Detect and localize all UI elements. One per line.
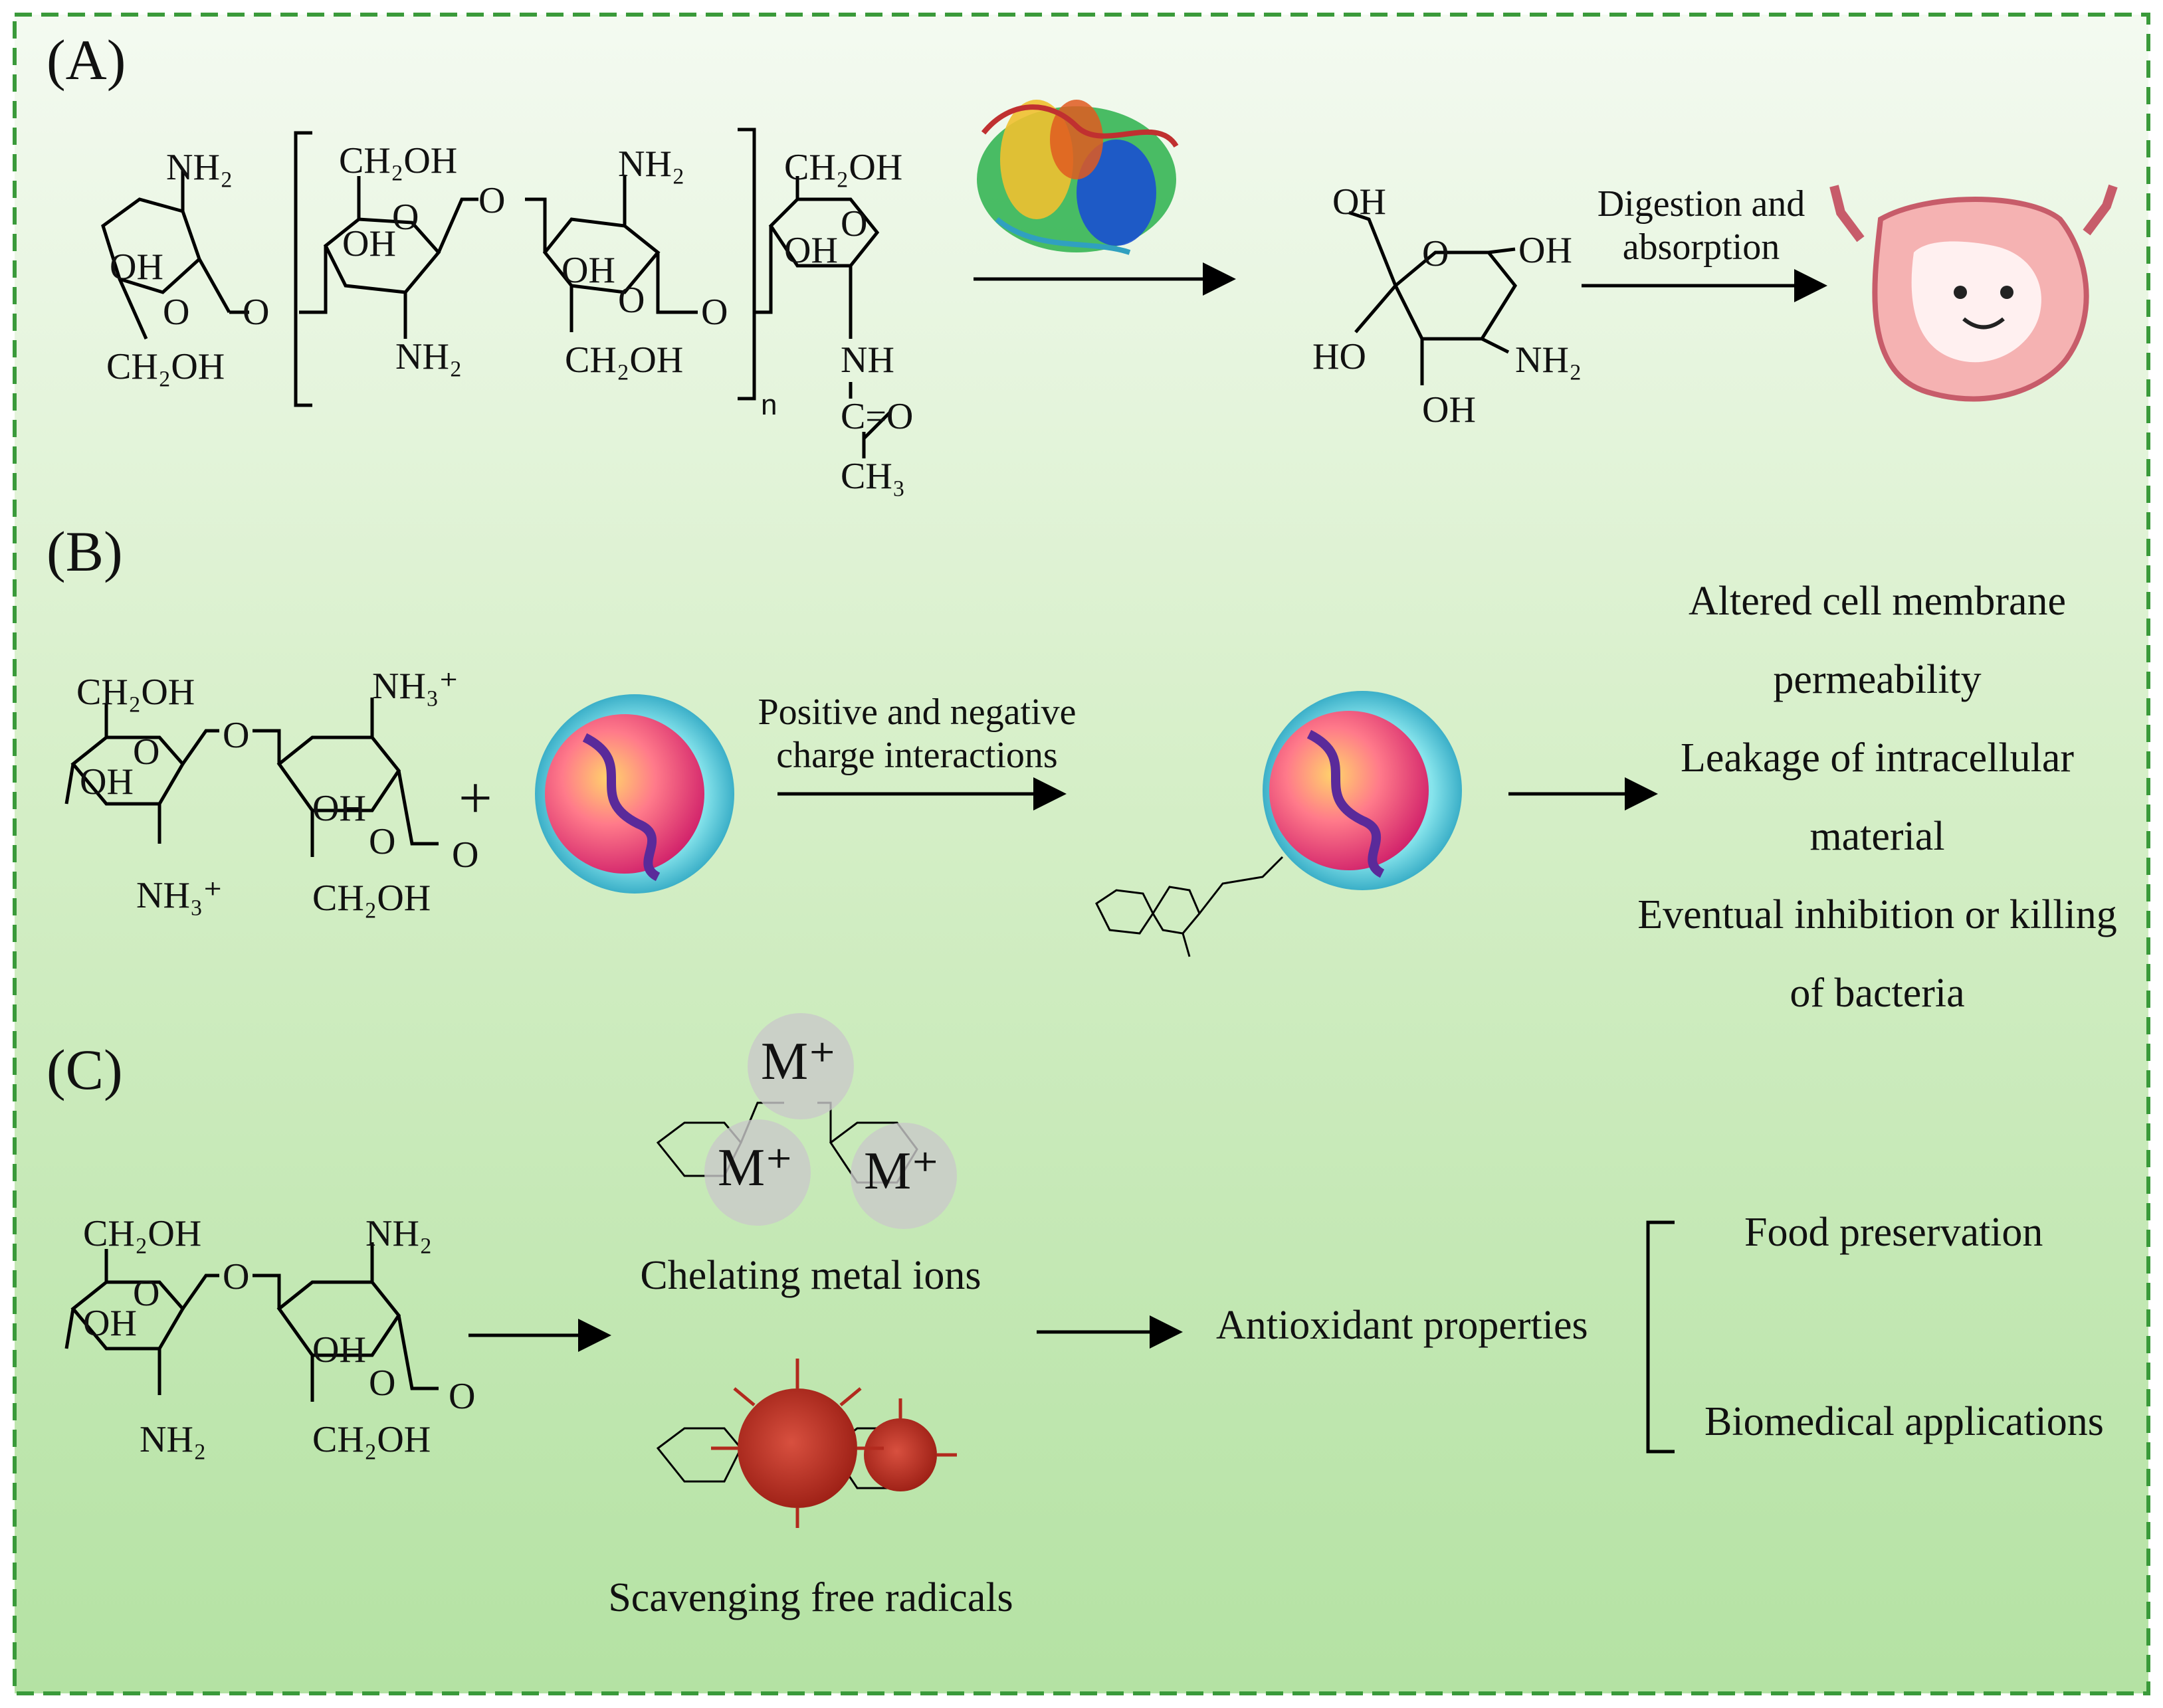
dashed-border xyxy=(13,13,2150,1695)
charge-label-1: Positive and negative xyxy=(758,692,1077,733)
panel-c-label: (C) xyxy=(47,1038,123,1101)
chitin-nh2-c: NH₂ xyxy=(618,143,685,185)
b-oh-1: OH xyxy=(80,761,134,803)
glc-oh-top: OH xyxy=(1332,181,1386,223)
glc-o-ring: O xyxy=(1422,233,1449,274)
c-o-link: O xyxy=(223,1256,250,1297)
b-nh3-1: NH₃⁺ xyxy=(136,875,223,916)
c-nh2-1: NH₂ xyxy=(140,1419,207,1460)
c-o-end: O xyxy=(449,1376,476,1417)
chitin-ch2oh-b: CH₂OH xyxy=(339,140,458,181)
chitin-ch3: CH₃ xyxy=(841,456,906,497)
b-o-end: O xyxy=(452,834,479,876)
b-o-2: O xyxy=(369,821,396,862)
intestine-illustration xyxy=(1829,184,2118,402)
application-biomedical: Biomedical applications xyxy=(1704,1399,2104,1444)
b-nh3-2: NH₃⁺ xyxy=(372,666,459,707)
bound-bacterium-particle xyxy=(1263,691,1462,890)
c-o-1: O xyxy=(133,1273,160,1314)
chitin-co: C=O xyxy=(841,396,914,437)
outcome-line-2: permeability xyxy=(1773,657,1982,702)
c-ch2oh-1: CH₂OH xyxy=(83,1213,202,1254)
background xyxy=(15,15,2148,1693)
b-ch2oh-1: CH₂OH xyxy=(76,672,195,713)
glc-nh2: NH₂ xyxy=(1515,339,1582,381)
c-nh2-2: NH₂ xyxy=(365,1213,433,1254)
chitin-ch2oh-d: CH₂OH xyxy=(784,147,903,188)
c-oh-1: OH xyxy=(83,1303,137,1344)
chitin-o-d: O xyxy=(841,203,868,244)
chitin-o-b: O xyxy=(392,197,419,238)
panel-b-label: (B) xyxy=(47,520,123,583)
application-food: Food preservation xyxy=(1744,1210,2043,1255)
c-ch2oh-2: CH₂OH xyxy=(312,1419,431,1460)
digestion-label-2: absorption xyxy=(1622,227,1780,268)
outcome-line-1: Altered cell membrane xyxy=(1688,579,2067,624)
scavenging-caption: Scavenging free radicals xyxy=(608,1575,1013,1620)
structure-lines xyxy=(64,128,1827,1489)
glc-ho-left: HO xyxy=(1312,336,1366,377)
bacterium-particle xyxy=(535,694,734,894)
enzyme-protein xyxy=(977,100,1179,255)
chitin-ch2oh-a: CH₂OH xyxy=(106,346,225,387)
outcome-line-3: Leakage of intracellular xyxy=(1680,735,2075,781)
chitin-structure xyxy=(101,128,892,458)
outcome-line-6: of bacteria xyxy=(1790,971,1965,1016)
chitin-repeat-n: n xyxy=(761,389,777,421)
b-oh-2: OH xyxy=(312,788,366,829)
chitin-o-link3: O xyxy=(701,292,728,333)
metal-ion-3: M⁺ xyxy=(864,1142,940,1200)
attached-chitosan xyxy=(1095,856,1284,957)
chitin-ch2oh-c: CH₂OH xyxy=(565,339,684,381)
b-ch2oh-2: CH₂OH xyxy=(312,878,431,919)
plus-sign: + xyxy=(459,765,492,831)
b-o-link: O xyxy=(223,715,250,756)
chitin-oh-b: OH xyxy=(342,223,396,264)
c-oh-2: OH xyxy=(312,1329,366,1371)
brace xyxy=(1646,1220,1675,1454)
chitin-oh-a: OH xyxy=(110,246,163,288)
outcome-line-4: material xyxy=(1809,814,1945,859)
charge-label-2: charge interactions xyxy=(776,735,1058,776)
free-radicals xyxy=(711,1359,957,1528)
panel-a-label: (A) xyxy=(47,28,126,92)
c-o-2: O xyxy=(369,1363,396,1404)
antioxidant-label: Antioxidant properties xyxy=(1216,1303,1588,1348)
metal-ion-1: M⁺ xyxy=(761,1032,837,1091)
outcome-line-5: Eventual inhibition or killing xyxy=(1637,892,2117,937)
chitin-nh2-a: NH₂ xyxy=(166,147,233,188)
chitin-o-a: O xyxy=(163,292,190,333)
chitin-o-link2: O xyxy=(478,180,506,221)
chitin-o-link1: O xyxy=(243,292,270,333)
metal-ion-2: M⁺ xyxy=(718,1139,793,1197)
b-o-1: O xyxy=(133,731,160,773)
chitin-nh2-b: NH₂ xyxy=(395,336,463,377)
chitin-o-c: O xyxy=(618,280,645,321)
chitosan-structure-c xyxy=(64,1242,439,1402)
chitin-nh: NH xyxy=(841,339,894,381)
chitin-oh-d: OH xyxy=(784,230,838,271)
chelating-caption: Chelating metal ions xyxy=(640,1253,981,1298)
metal-ion-discs xyxy=(704,1013,957,1229)
chitin-oh-c: OH xyxy=(562,250,615,291)
glucosamine-structure xyxy=(1348,211,1518,385)
glc-oh-right: OH xyxy=(1518,230,1572,271)
chitosan-structure-b xyxy=(64,698,439,857)
digestion-label-1: Digestion and xyxy=(1597,183,1805,225)
glc-oh-bottom: OH xyxy=(1422,389,1476,430)
